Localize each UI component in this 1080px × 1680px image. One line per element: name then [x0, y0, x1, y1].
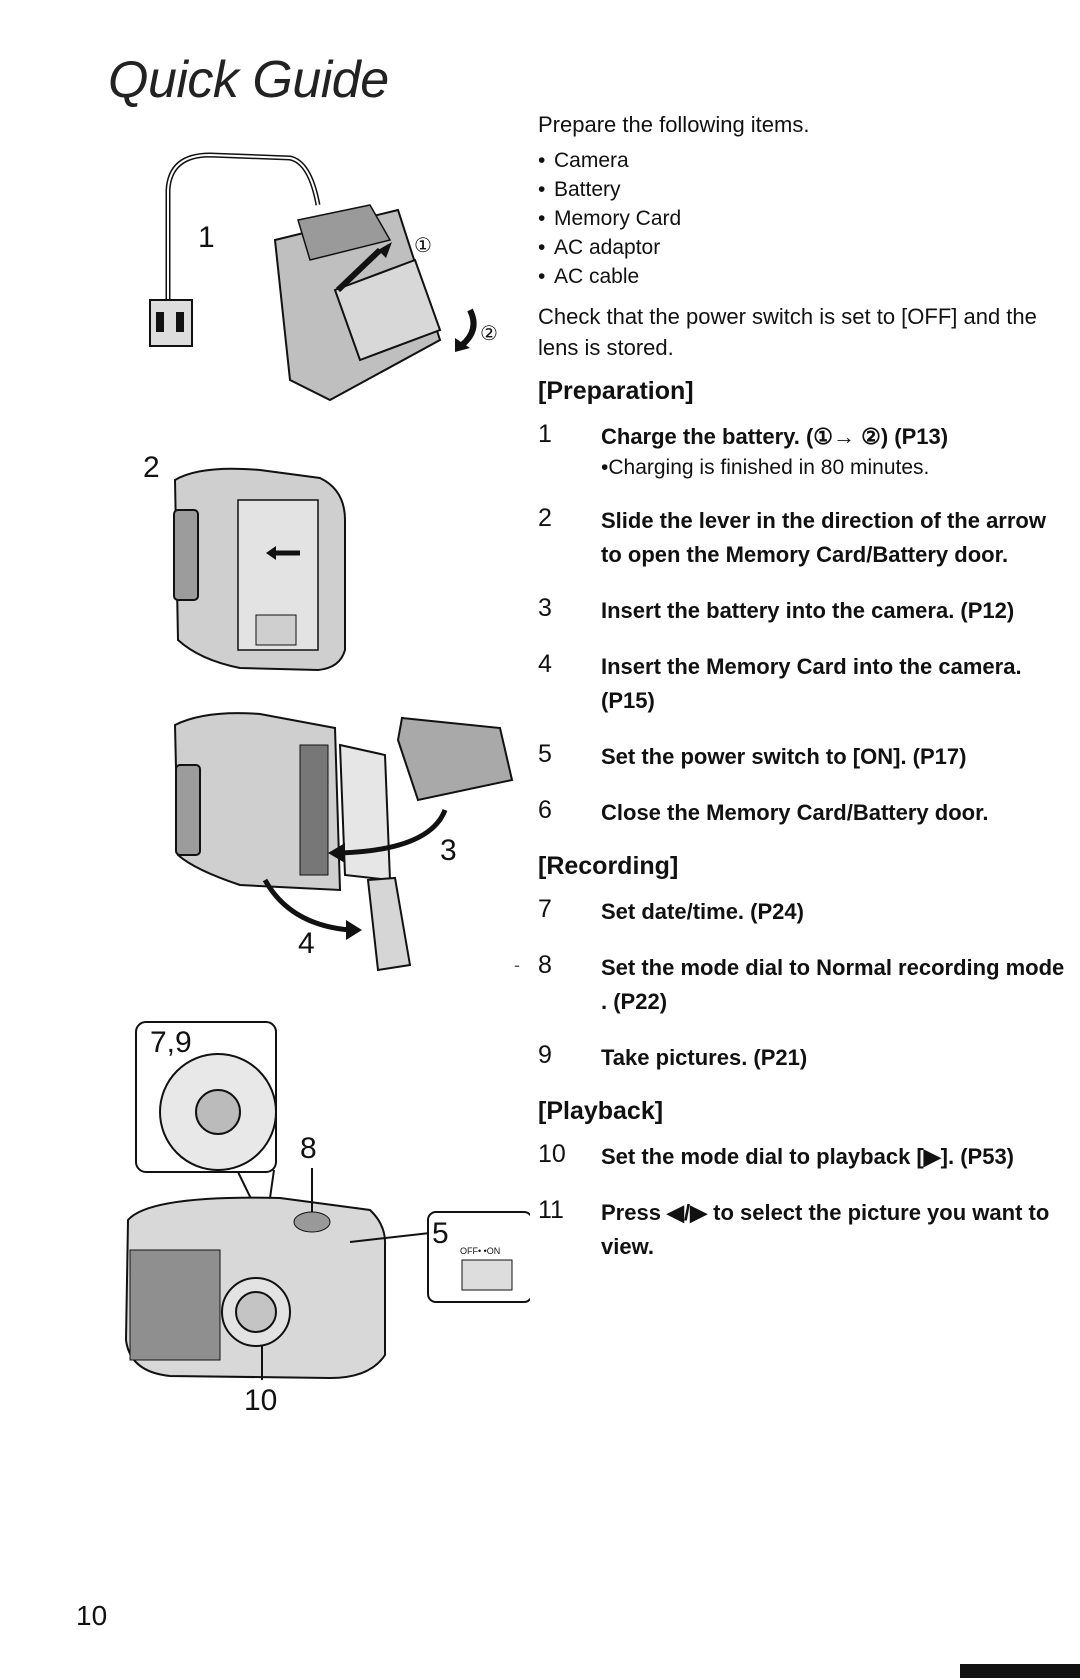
step-number: 11	[538, 1196, 564, 1224]
quick-guide-illustrations: 1 ① ② 2 3 4	[124, 152, 530, 1417]
step-number: 5	[538, 740, 552, 768]
page-number: 10	[76, 1600, 108, 1631]
step-item: 9 Take pictures. (P21)	[538, 1041, 1068, 1075]
fig3-label: 3	[440, 834, 457, 867]
step-item: 3 Insert the battery into the camera. (P…	[538, 594, 1068, 628]
step-text: Set the mode dial to playback [▶]. (P53)	[601, 1144, 1015, 1169]
list-item: Camera	[538, 146, 1068, 175]
fig1-mark-b: ②	[480, 323, 498, 345]
step-subtext: •Charging is finished in 80 minutes.	[601, 456, 930, 479]
fig5-label-zoom: 10	[244, 1384, 277, 1417]
battery-card-insert-illustration: 3 4	[173, 712, 514, 972]
step-number: 1	[538, 420, 552, 448]
step-text: Press ◀/▶ to select the picture you want…	[601, 1200, 1050, 1259]
list-item: AC adaptor	[538, 233, 1068, 262]
step-item: 1 Charge the battery. (①→ ②) (P13) •Char…	[538, 420, 1068, 482]
step-number: 6	[538, 796, 552, 824]
section-preparation: [Preparation]	[538, 377, 694, 405]
fig2-label: 2	[143, 451, 160, 484]
intro-text: Prepare the following items.	[538, 112, 810, 137]
step-number: 7	[538, 895, 552, 923]
step-item: 6 Close the Memory Card/Battery door.	[538, 796, 1068, 830]
step-item: 5 Set the power switch to [ON]. (P17)	[538, 740, 1068, 774]
stray-mark: -	[514, 955, 520, 975]
step-text: Take pictures. (P21)	[601, 1045, 808, 1070]
charger-illustration: 1 ① ②	[149, 152, 498, 402]
list-item: Memory Card	[538, 204, 1068, 233]
step-text: Charge the battery. (①→ ②) (P13)	[601, 424, 949, 449]
step-number: 2	[538, 504, 552, 532]
step-item: 8 Set the mode dial to Normal recording …	[538, 951, 1068, 1019]
step-text: Insert the Memory Card into the camera. …	[601, 654, 1022, 713]
step-number: 4	[538, 650, 552, 678]
fig5-label-switch: 5	[432, 1217, 449, 1250]
camera-door-illustration: 2	[143, 451, 346, 672]
page-title: Quick Guide	[108, 51, 389, 109]
scan-artifact	[960, 1664, 1080, 1678]
power-note: Check that the power switch is set to [O…	[538, 304, 1037, 360]
step-item: 11 Press ◀/▶ to select the picture you w…	[538, 1196, 1068, 1264]
step-text: Set the power switch to [ON]. (P17)	[601, 744, 967, 769]
step-item: 4 Insert the Memory Card into the camera…	[538, 650, 1068, 718]
fig5-label-shutter: 8	[300, 1132, 317, 1165]
step-item: 10 Set the mode dial to playback [▶]. (P…	[538, 1140, 1068, 1174]
list-item: Battery	[538, 175, 1068, 204]
fig5-label-switch-text: OFF• •ON	[460, 1246, 500, 1256]
step-text: Insert the battery into the camera. (P12…	[601, 598, 1015, 623]
fig5-label-dial: 7,9	[150, 1026, 192, 1059]
camera-top-illustration: 7,9 8 5 OFF• •ON 10	[124, 1021, 530, 1417]
step-text: Set date/time. (P24)	[601, 899, 804, 924]
step-text: Slide the lever in the direction of the …	[601, 508, 1046, 567]
step-item: 7 Set date/time. (P24)	[538, 895, 1068, 929]
step-text: Set the mode dial to Normal recording mo…	[601, 955, 1065, 1014]
step-item: 2 Slide the lever in the direction of th…	[538, 504, 1068, 572]
fig4-label: 4	[298, 927, 315, 960]
step-number: 8	[538, 951, 552, 979]
instructions-column: Prepare the following items. Camera Batt…	[538, 112, 1068, 1286]
fig1-label: 1	[198, 221, 215, 254]
step-number: 3	[538, 594, 552, 622]
step-text: Close the Memory Card/Battery door.	[601, 800, 989, 825]
items-list: Camera Battery Memory Card AC adaptor AC…	[538, 146, 1068, 291]
section-playback: [Playback]	[538, 1097, 664, 1125]
step-number: 9	[538, 1041, 552, 1069]
fig1-mark-a: ①	[414, 235, 432, 257]
step-number: 10	[538, 1140, 566, 1168]
section-recording: [Recording]	[538, 852, 679, 880]
list-item: AC cable	[538, 262, 1068, 291]
